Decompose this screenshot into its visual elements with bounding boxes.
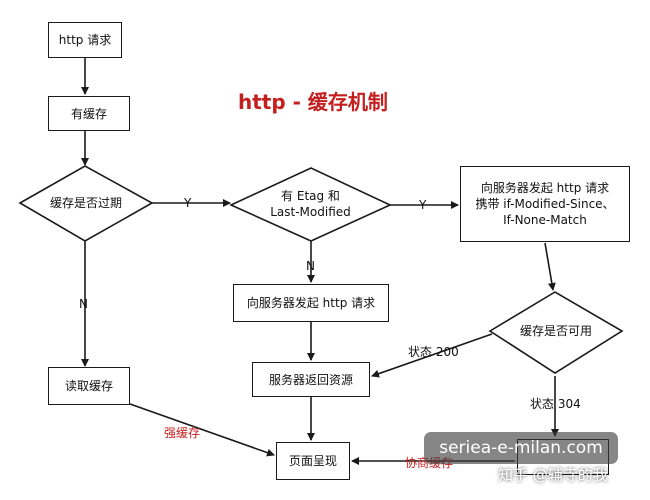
node-server-returns-label: 服务器返回资源	[268, 372, 353, 387]
node-send-with-headers-label: 向服务器发起 http 请求 携带 if-Modified-Since、 If-…	[475, 181, 615, 227]
node-has-cache: 有缓存	[48, 96, 130, 131]
node-page-render: 页面呈现	[276, 442, 350, 480]
node-has-etag-label: 有 Etag 和 Last-Modified	[270, 189, 351, 219]
edge-label-yes-2: Y	[419, 198, 427, 212]
node-page-render-label: 页面呈现	[288, 454, 337, 468]
watermark-site: seriea-e-milan.com	[424, 432, 618, 464]
node-http-request-label: http 请求	[58, 33, 112, 47]
node-has-etag: 有 Etag 和 Last-Modified	[231, 186, 390, 222]
node-server-returns: 服务器返回资源	[252, 362, 370, 397]
node-send-with-headers: 向服务器发起 http 请求 携带 if-Modified-Since、 If-…	[460, 166, 630, 242]
node-http-request: http 请求	[48, 22, 122, 58]
diamond-has-etag	[229, 167, 392, 242]
node-cache-expired: 缓存是否过期	[20, 190, 152, 216]
node-read-cache-label: 读取缓存	[64, 379, 113, 393]
edge-label-no-1: N	[79, 297, 88, 311]
edge-label-strong-cache: 强缓存	[164, 426, 201, 440]
node-cache-available: 缓存是否可用	[490, 319, 622, 343]
arrow-headers-to-available	[544, 242, 556, 291]
diagram-title: http - 缓存机制	[238, 90, 388, 114]
diamond-cache-expired	[18, 165, 154, 242]
edge-label-yes-1: Y	[184, 196, 192, 210]
diamond-cache-available	[488, 291, 624, 374]
edge-label-no-2: N	[306, 259, 315, 273]
node-cache-available-label: 缓存是否可用	[519, 324, 592, 338]
node-send-request: 向服务器发起 http 请求	[233, 284, 389, 322]
node-cache-expired-label: 缓存是否过期	[49, 196, 122, 210]
edge-label-status-304: 状态 304	[530, 397, 581, 411]
node-has-cache-label: 有缓存	[70, 106, 107, 121]
node-read-cache: 读取缓存	[48, 367, 130, 405]
arrow-strong-cache	[129, 403, 275, 457]
watermark-author: 知乎 @辅寺的我	[498, 466, 608, 484]
arrow-status-200	[371, 333, 493, 378]
edge-label-status-200: 状态 200	[408, 345, 459, 359]
node-send-request-label: 向服务器发起 http 请求	[246, 296, 376, 310]
